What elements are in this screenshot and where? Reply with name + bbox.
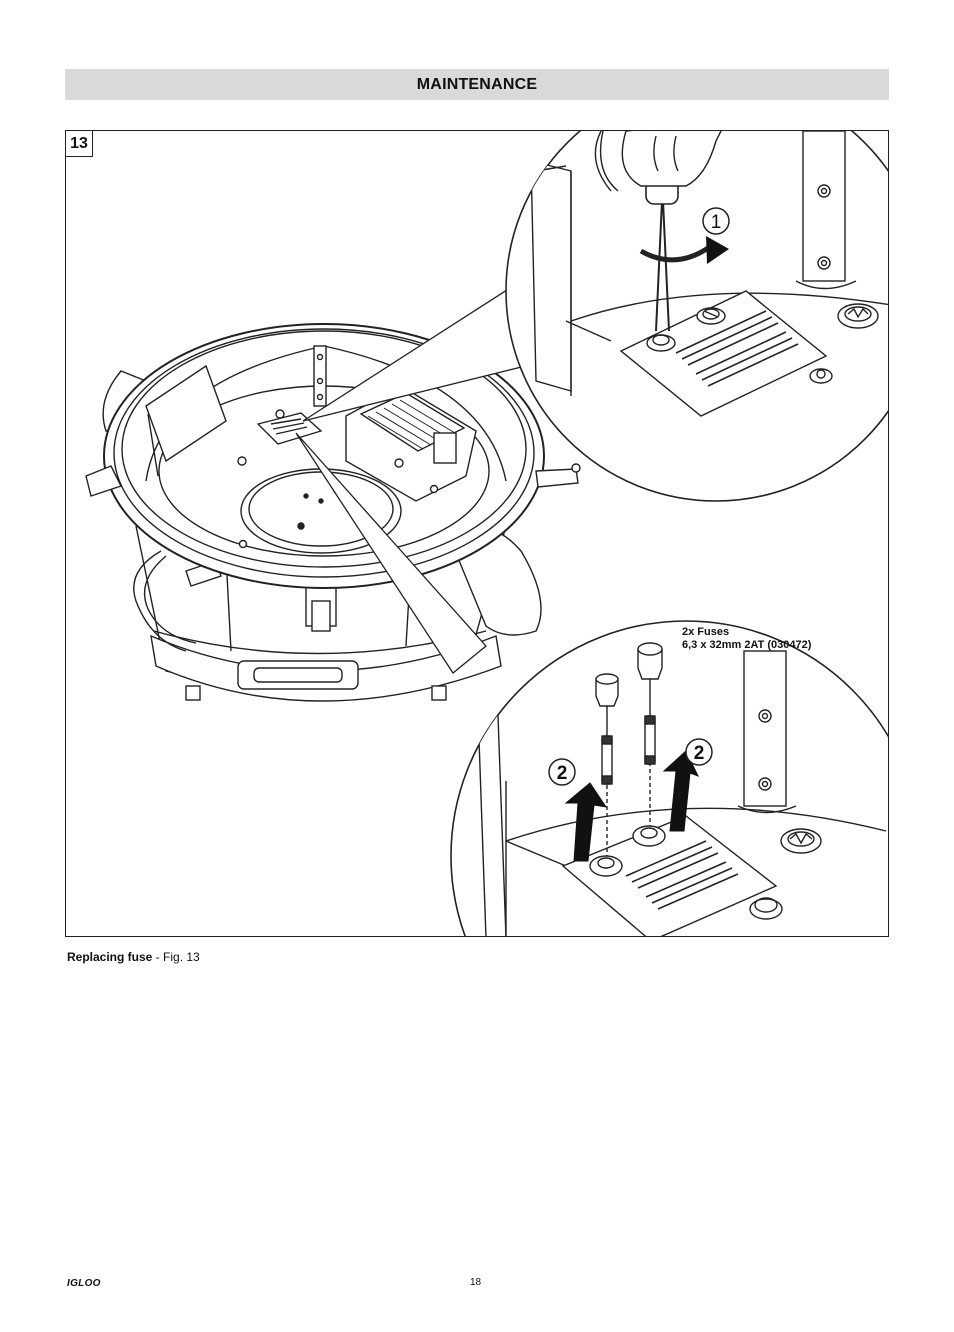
footer-brand: IGLOO [67, 1278, 101, 1289]
step-1-label: 1 [711, 212, 722, 233]
fuse-count: 2x Fuses [682, 626, 730, 638]
step-2b-label: 2 [694, 743, 705, 764]
caption-reference: - Fig. 13 [152, 950, 200, 964]
heater-unit-drawing [85, 323, 581, 702]
fuse-size: 6,3 x 32mm 2AT (030472) [682, 639, 812, 651]
fuse-specification-label: 2x Fuses 6,3 x 32mm 2AT (030472) [682, 626, 811, 652]
detail-circle-fuses: 2 2 [450, 620, 888, 936]
caption-title: Replacing fuse [67, 950, 153, 964]
section-header-bar: MAINTENANCE [65, 69, 889, 100]
zoom-guide-lines-bottom [295, 432, 487, 674]
figure-13: 13 [65, 130, 889, 937]
figure-number: 13 [66, 131, 93, 157]
detail-circle-screwdriver: 1 [505, 131, 888, 502]
page-number: 18 [470, 1277, 482, 1288]
section-title: MAINTENANCE [416, 75, 538, 93]
fuse-replacement-illustration: 1 [85, 131, 888, 936]
figure-caption: Replacing fuse - Fig. 13 [67, 950, 200, 964]
step-2a-label: 2 [557, 763, 568, 784]
